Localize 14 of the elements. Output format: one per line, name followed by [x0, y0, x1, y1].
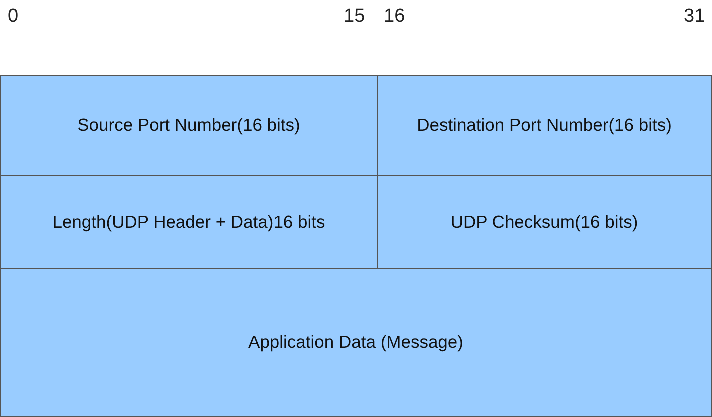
bit-position-label: 0	[8, 6, 19, 28]
bit-position-label: 16	[384, 6, 406, 28]
bit-position-label: 15	[344, 6, 366, 28]
field-name: Application Data (Message)	[248, 332, 464, 353]
field-name: Destination Port Number(16 bits)	[417, 115, 672, 136]
field-name: UDP Checksum(16 bits)	[450, 212, 638, 232]
bit-position-label: 31	[684, 6, 706, 28]
header-field	[377, 175, 712, 269]
header-field	[0, 268, 712, 417]
header-field	[0, 175, 378, 269]
header-field	[377, 75, 712, 176]
field-name: Source Port Number(16 bits)	[78, 115, 300, 136]
field-name: Length(UDP Header + Data)16 bits	[52, 212, 326, 232]
header-field	[0, 75, 378, 176]
